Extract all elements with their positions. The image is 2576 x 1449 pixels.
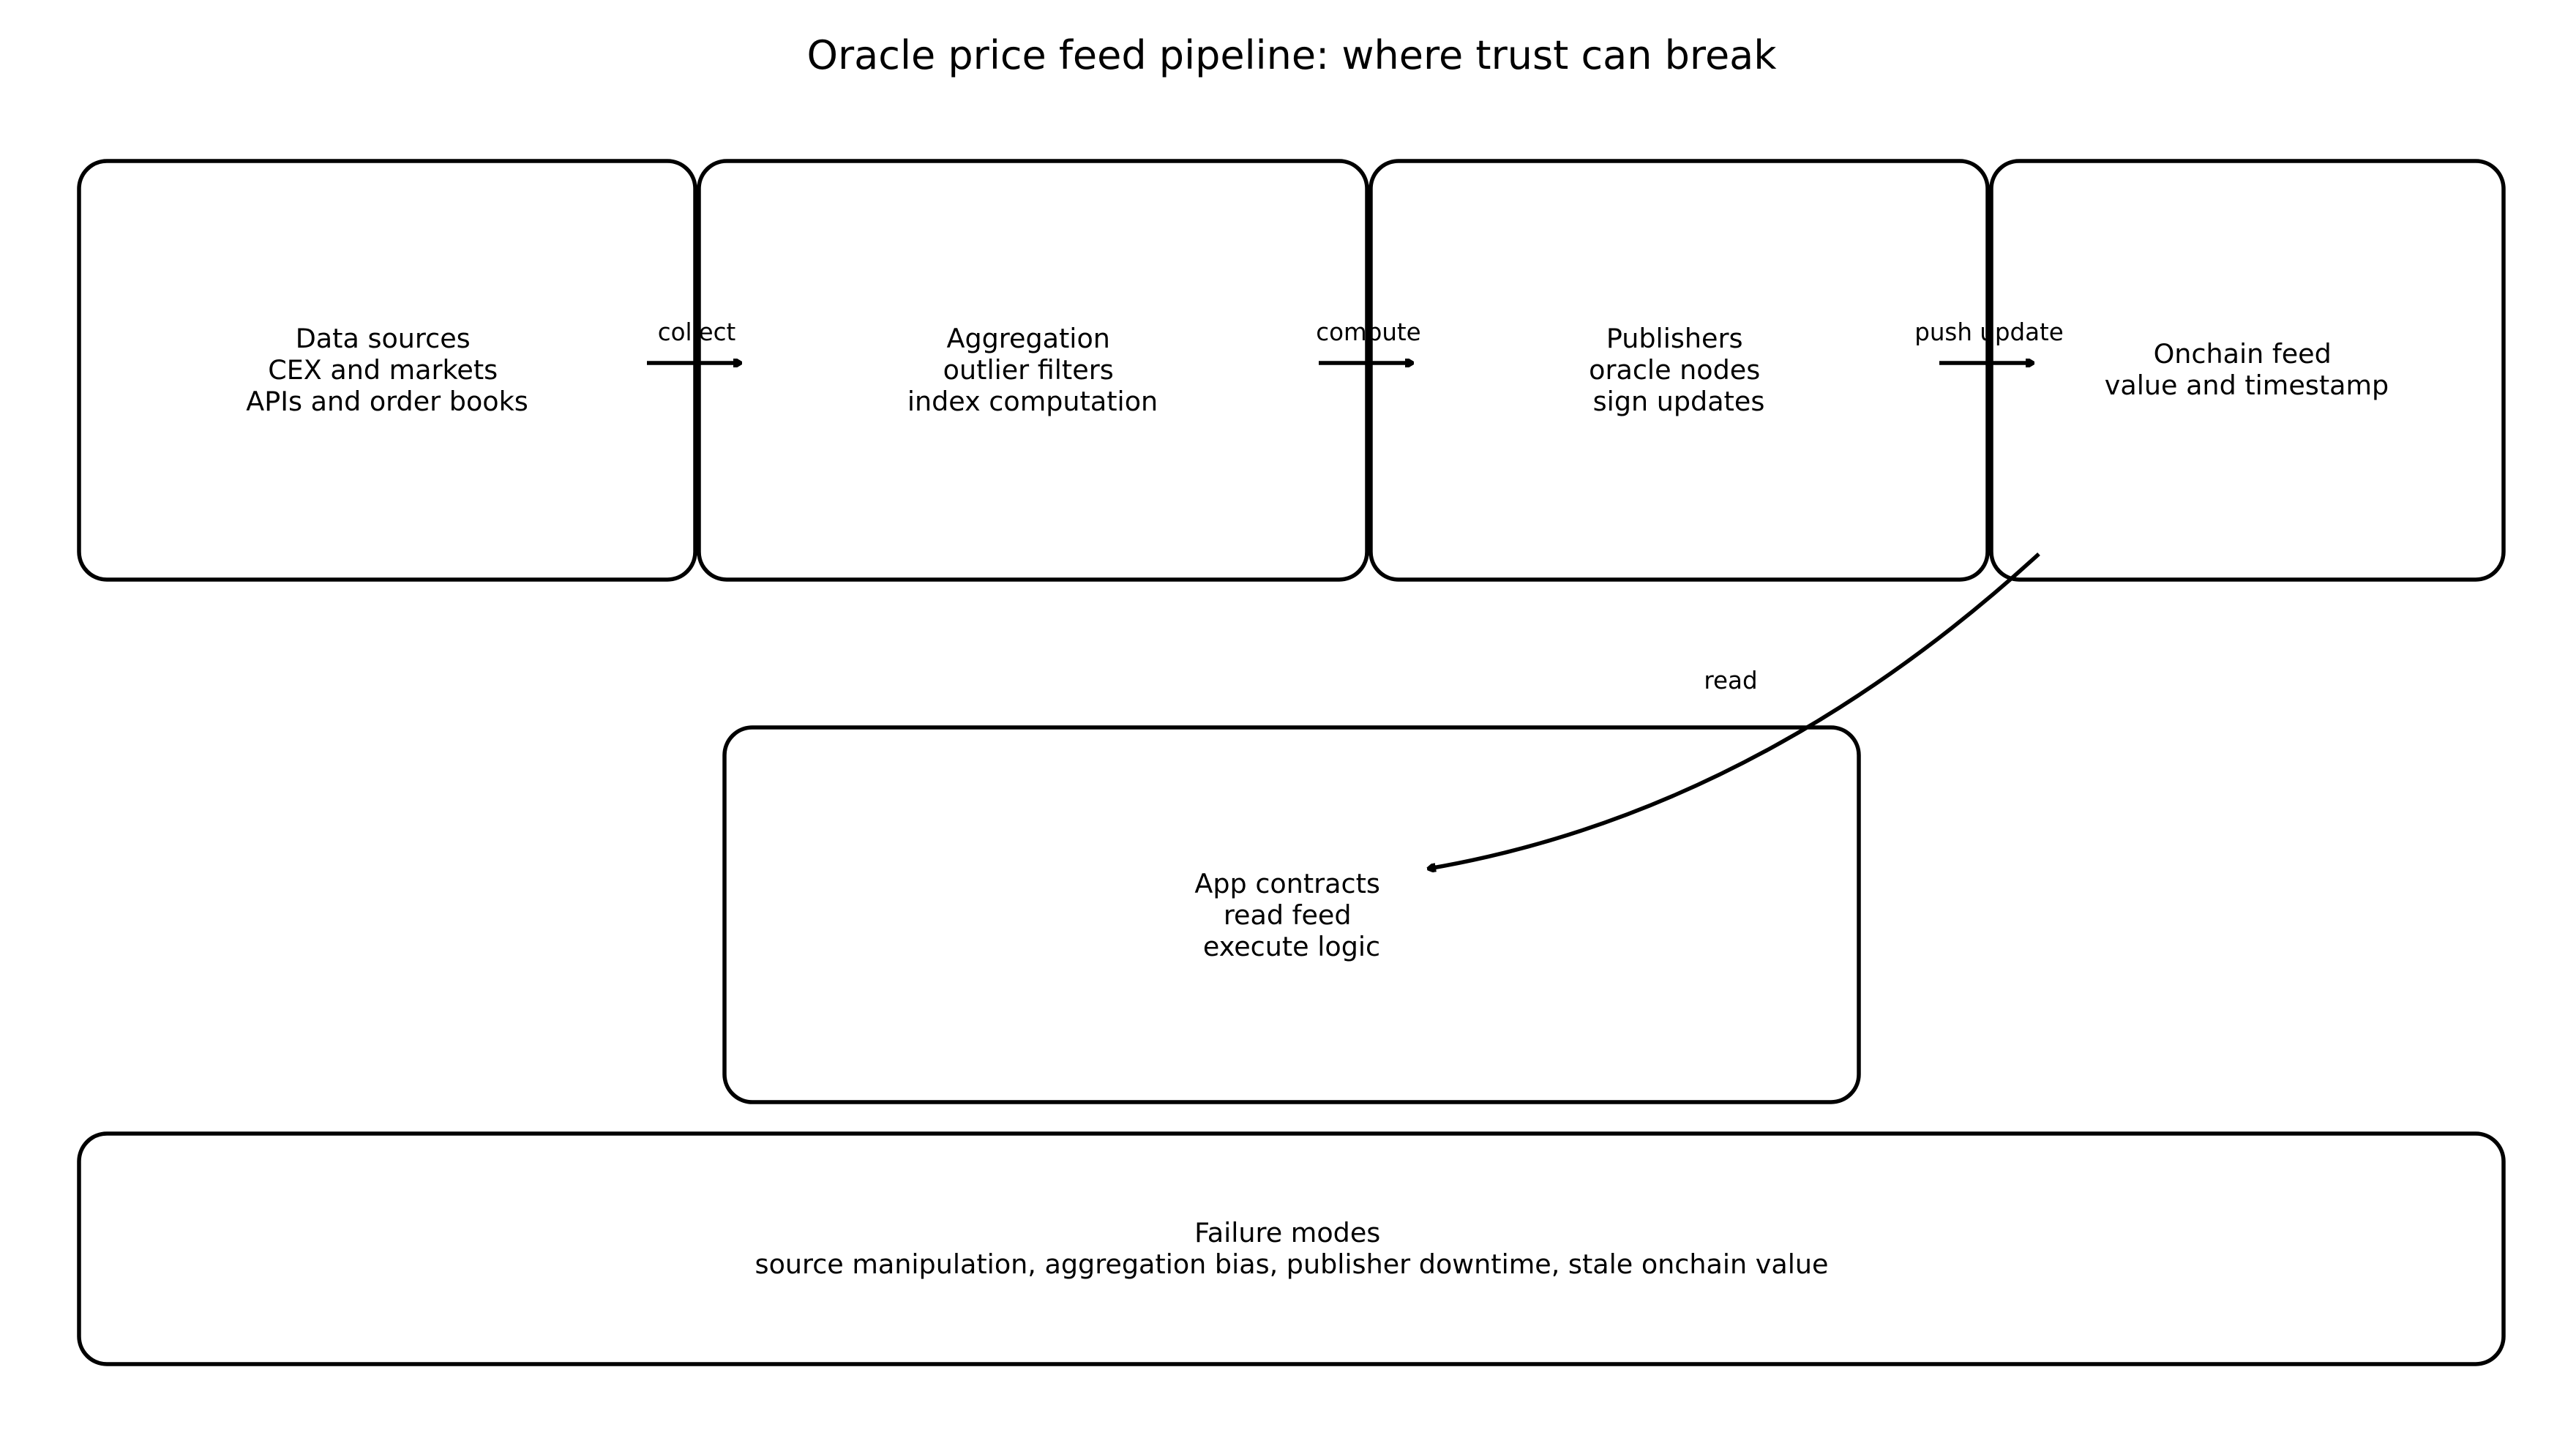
node-publishers: Publishers oracle nodes sign updates [1368,159,1990,582]
node-publishers-title: Publishers [1606,323,1743,354]
edge-push-update-label: push update [1914,318,2064,346]
node-onchain-feed-title: Onchain feed [2154,338,2332,370]
node-data-sources: Data sources CEX and markets APIs and or… [77,159,697,582]
node-publishers-line-1: oracle nodes [1589,354,1760,386]
edge-read-label: read [1704,667,1757,694]
diagram-title: Oracle price feed pipeline: where trust … [806,32,1777,78]
node-failure-modes: Failure modes source manipulation, aggre… [77,1131,2506,1366]
svg-text:Aggregation outlier filt: Aggregation outlier filters index comput… [907,323,1158,417]
svg-text:Data sources CEX and mar: Data sources CEX and markets APIs and or… [246,323,528,417]
node-app-contracts: App contracts read feed execute logic [722,725,1861,1104]
svg-text:Onchain feed value and t: Onchain feed value and timestamp [2105,338,2389,401]
node-data-sources-line-1: CEX and markets [268,354,498,386]
svg-text:Failure modes source man: Failure modes source manipulation, aggre… [755,1217,1829,1280]
node-onchain-feed: Onchain feed value and timestamp [1989,159,2506,582]
edge-read: read [1429,552,2040,869]
svg-text:App contracts read feed: App contracts read feed execute logic [1194,868,1388,962]
node-onchain-feed-line-1: value and timestamp [2105,370,2389,401]
node-aggregation-line-1: outlier filters [943,354,1114,386]
svg-text:Publishers oracle nodes: Publishers oracle nodes sign updates [1589,323,1769,417]
node-app-contracts-line-2: execute logic [1203,931,1380,962]
edge-collect: collect [647,318,741,363]
node-failure-modes-line-1: source manipulation, aggregation bias, p… [755,1248,1829,1280]
node-failure-modes-title: Failure modes [1194,1217,1380,1248]
node-app-contracts-line-1: read feed [1224,899,1352,931]
node-data-sources-title: Data sources [296,323,471,354]
node-aggregation-title: Aggregation [946,323,1109,354]
node-app-contracts-title: App contracts [1194,868,1380,899]
edge-collect-label: collect [658,318,735,346]
edge-compute: compute [1316,318,1421,363]
node-aggregation: Aggregation outlier filters index comput… [697,159,1369,582]
edge-read-arrow [1429,552,2040,869]
edge-compute-label: compute [1316,318,1420,346]
node-aggregation-line-2: index computation [907,386,1158,417]
node-data-sources-line-2: APIs and order books [246,386,528,417]
node-publishers-line-2: sign updates [1593,386,1765,417]
edge-push-update: push update [1914,318,2064,363]
